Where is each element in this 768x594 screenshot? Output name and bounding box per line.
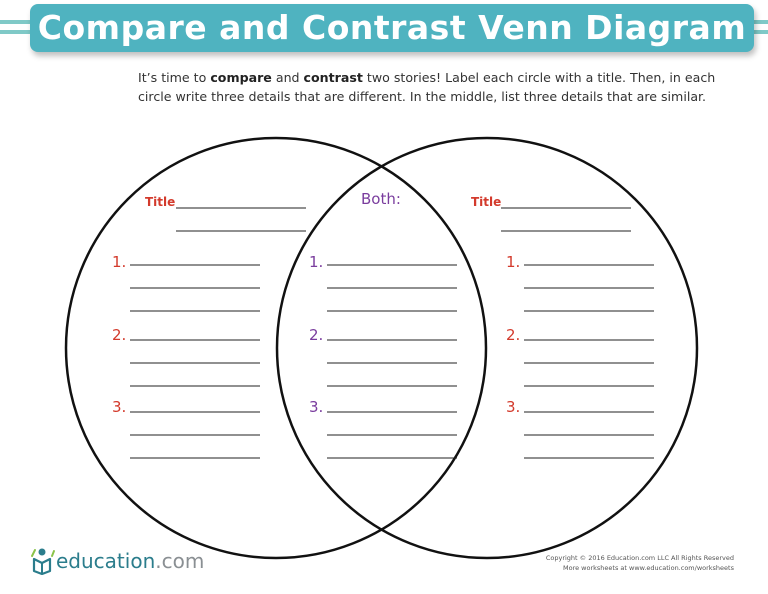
middle-number-2: 2. (309, 326, 324, 344)
right-title-label: Title (471, 195, 502, 209)
both-label: Both: (361, 190, 401, 208)
right-stripe-bottom (754, 30, 768, 34)
left-detail-lines (130, 264, 260, 459)
left-number-2: 2. (112, 326, 127, 344)
right-stripe-top (754, 20, 768, 24)
right-number-1: 1. (506, 253, 521, 271)
copyright-text: Copyright © 2016 Education.com LLC All R… (545, 554, 734, 562)
logo-main-text: education (56, 549, 156, 573)
education-logo[interactable]: education.com (30, 546, 204, 576)
instructions-bold-contrast: contrast (303, 70, 363, 85)
left-stripe-bottom (0, 30, 30, 34)
left-stripe-top (0, 20, 30, 24)
left-title-label: Title (145, 195, 176, 209)
middle-number-1: 1. (309, 253, 324, 271)
copyright-block: Copyright © 2016 Education.com LLC All R… (546, 553, 734, 573)
instructions-bold-compare: compare (210, 70, 272, 85)
instructions-text-3: two stories! Label each circle with a ti… (138, 70, 716, 104)
left-circle (64, 136, 488, 560)
left-number-3: 3. (112, 398, 127, 416)
instructions: It’s time to compare and contrast two st… (138, 68, 738, 106)
logo-domain-text: .com (155, 549, 205, 573)
left-number-1: 1. (112, 253, 127, 271)
middle-detail-lines (327, 264, 457, 459)
instructions-text-1: It’s time to (138, 70, 211, 85)
right-number-3: 3. (506, 398, 521, 416)
more-worksheets-text[interactable]: More worksheets at www.education.com/wor… (563, 564, 734, 572)
reading-person-icon (31, 548, 55, 575)
page-title: Compare and Contrast Venn Diagram (37, 8, 747, 47)
right-circle (275, 136, 699, 560)
right-number-2: 2. (506, 326, 521, 344)
instructions-text-2: and (271, 70, 304, 85)
logo-wordmark: education.com (56, 549, 204, 573)
right-detail-lines (524, 264, 654, 459)
middle-number-3: 3. (309, 398, 324, 416)
title-banner: Compare and Contrast Venn Diagram (30, 4, 754, 52)
